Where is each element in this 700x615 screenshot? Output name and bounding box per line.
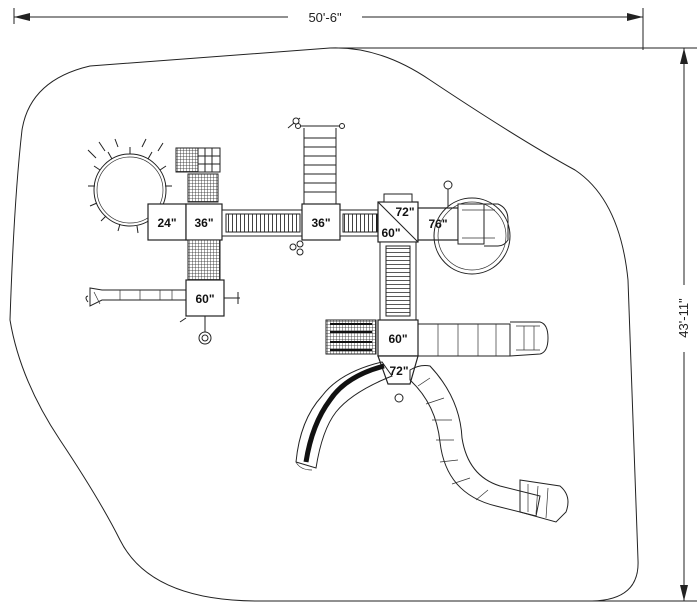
climbing-wall-panel xyxy=(325,319,377,355)
deck-36-in-center xyxy=(301,203,341,241)
deck-24-in-label: 24" xyxy=(157,216,176,230)
deck-72-60-split xyxy=(377,193,419,243)
curved-slide-top-right xyxy=(433,180,511,275)
deck-76-in-label: 76" xyxy=(428,217,447,231)
telescope-lower xyxy=(394,393,404,403)
steering-wheel-left xyxy=(224,292,240,304)
telescope-left xyxy=(179,316,212,345)
tube-slide-straight xyxy=(417,321,549,357)
ramp-vertical xyxy=(379,241,417,321)
deck-36-in-left-label: 36" xyxy=(194,216,213,230)
deck-60-in-lower-label: 60" xyxy=(388,332,407,346)
deck-60-in-upper-label: 60" xyxy=(381,226,400,240)
tube-slide-curved xyxy=(409,365,569,523)
width-dimension: 50'-6" xyxy=(13,8,644,50)
deck-72-in-lower xyxy=(377,355,419,385)
activity-panel-grid xyxy=(175,147,221,173)
climber-panel-lower xyxy=(187,239,221,281)
deck-60-in-left-label: 60" xyxy=(195,292,214,306)
deck-60-in-lower xyxy=(377,319,419,357)
deck-72-in-lower-label: 72" xyxy=(389,364,408,378)
deck-36-in-center-label: 36" xyxy=(311,216,330,230)
width-dimension-label: 50'-6" xyxy=(308,10,342,25)
ladder-top xyxy=(295,123,345,204)
climber-panel-upper xyxy=(187,173,219,203)
wave-slide xyxy=(295,361,393,471)
spiral-climber xyxy=(87,138,172,234)
bridge-right xyxy=(339,209,381,237)
depth-dimension: 43'-11" xyxy=(330,47,697,602)
deck-24-in xyxy=(147,203,187,241)
use-zone-outline xyxy=(9,47,639,602)
deck-60-in-left xyxy=(185,279,225,317)
steering-wheel-deck xyxy=(289,240,304,256)
steering-wheel-top xyxy=(287,117,301,129)
bridge-left xyxy=(221,209,305,237)
depth-dimension-label: 43'-11" xyxy=(676,298,691,338)
straight-slide-left xyxy=(85,287,187,307)
deck-72-in-upper-label: 72" xyxy=(395,205,414,219)
